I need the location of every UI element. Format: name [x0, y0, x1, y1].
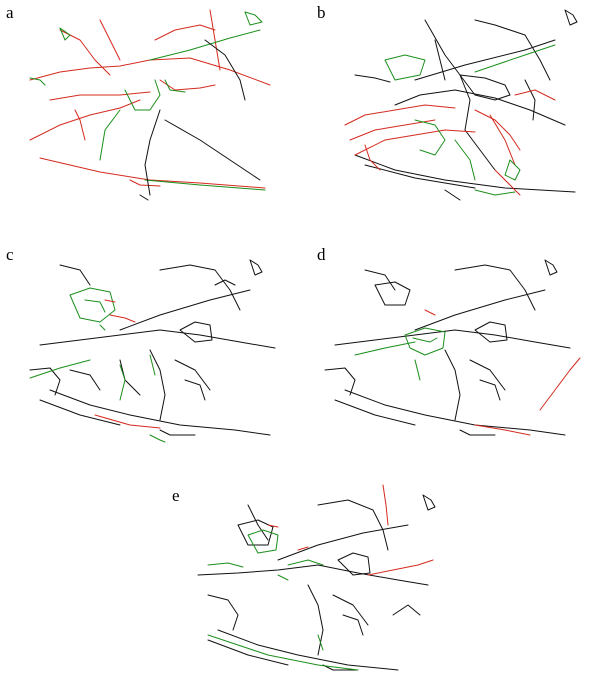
panel-e: e	[148, 465, 443, 688]
panel-b-label: b	[317, 3, 326, 22]
panel-e-label: e	[172, 486, 180, 505]
panel-a-green-roads	[29, 11, 266, 191]
panel-e-red-roads	[267, 484, 434, 576]
panel-d-black-roads	[324, 259, 571, 436]
panel-a-black-roads	[139, 39, 261, 201]
panel-d: d	[295, 230, 590, 460]
panel-b-map	[344, 9, 578, 201]
panel-c-green-roads	[29, 287, 166, 443]
panel-c-black-roads	[29, 259, 276, 436]
panel-d-green-roads	[354, 327, 446, 381]
panel-b-green-roads	[384, 44, 556, 196]
panel-d-map	[324, 259, 581, 436]
panel-c-map	[29, 259, 276, 443]
panel-b: b	[295, 0, 590, 225]
panel-e-map	[197, 484, 436, 671]
panel-b-black-roads	[354, 9, 578, 201]
panel-a: a	[0, 0, 295, 225]
panel-c-label: c	[6, 245, 14, 264]
panel-d-label: d	[317, 245, 326, 264]
panel-a-red-roads	[29, 9, 271, 189]
panel-a-map	[29, 9, 271, 201]
panel-a-label: a	[6, 3, 14, 22]
panel-e-black-roads	[197, 494, 436, 671]
panel-e-green-roads	[207, 529, 359, 671]
panel-d-red-roads	[424, 309, 581, 436]
panel-c-red-roads	[94, 299, 161, 429]
panel-b-red-roads	[344, 89, 556, 196]
panel-c: c	[0, 230, 295, 460]
